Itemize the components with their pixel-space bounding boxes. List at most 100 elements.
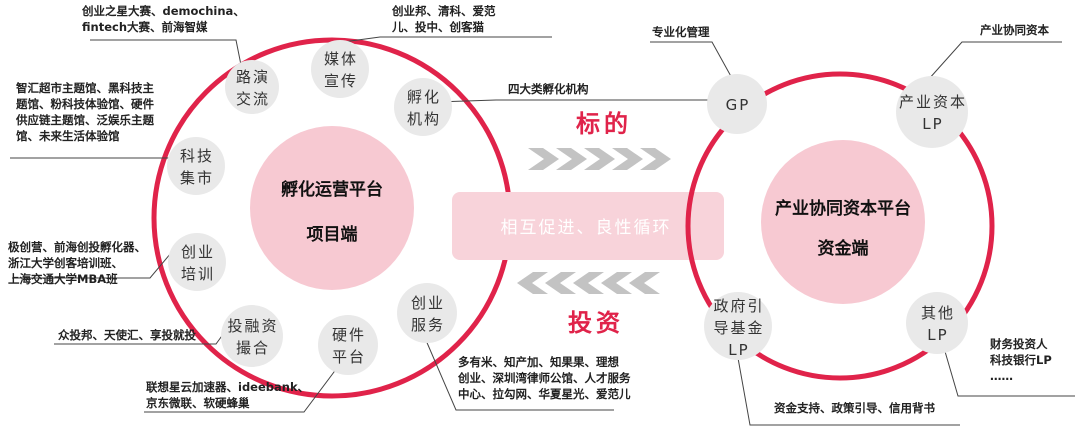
left-center-circle xyxy=(250,126,414,290)
right-center-title: 产业协同资本平台 xyxy=(775,198,911,219)
note-media-line: 创业邦、清科、爱范 xyxy=(391,4,496,18)
note-finance: 众投邦、天使汇、享投就投 xyxy=(58,328,196,342)
node-market-line2: 集市 xyxy=(180,169,214,187)
node-gov-line3: LP xyxy=(728,341,749,359)
node-hardware: 硬件 平台 xyxy=(318,315,378,375)
node-roadshow: 路演 交流 xyxy=(225,60,279,114)
node-finance: 投融资 撮合 xyxy=(221,305,283,367)
node-market: 科技 集市 xyxy=(167,137,225,195)
cycle-band xyxy=(452,192,724,260)
node-industry-line2: LP xyxy=(922,115,943,133)
chevrons-left xyxy=(517,272,660,294)
note-market-line: 馆、未来生活体验馆 xyxy=(16,129,120,143)
note-roadshow-line: fintech大赛、前海智媒 xyxy=(82,20,208,34)
node-training-line2: 培训 xyxy=(181,265,215,283)
chevron-left-icon xyxy=(573,272,604,294)
note-other: 财务投资人 科技银行LP …… xyxy=(989,337,1052,383)
node-roadshow-line1: 路演 xyxy=(236,68,270,86)
node-incubator-line1: 孵化 xyxy=(407,88,441,106)
note-hardware-line: 联想星云加速器、ideebank、 xyxy=(146,380,309,394)
chevrons-right xyxy=(528,148,671,170)
right-ring xyxy=(685,71,995,381)
node-incubator-line2: 机构 xyxy=(407,110,441,128)
note-hardware: 联想星云加速器、ideebank、 京东微联、软硬蜂巢 xyxy=(146,380,309,410)
leader-other xyxy=(943,347,1075,397)
note-other-line: 财务投资人 xyxy=(989,337,1048,351)
note-roadshow-line: 创业之星大赛、demochina、 xyxy=(81,4,245,18)
target-label: 标的 xyxy=(576,110,632,138)
left-center-subtitle: 项目端 xyxy=(307,224,358,245)
note-training: 极创营、前海创投孵化器、 浙江大学创客培训班、 上海交通大学MBA班 xyxy=(8,240,146,286)
note-gov-line: 资金支持、政策引导、信用背书 xyxy=(774,401,935,415)
chevron-left-icon xyxy=(629,272,660,294)
node-gp: GP xyxy=(707,74,767,134)
cycle-band-text: 相互促进、良性循环 xyxy=(501,218,672,238)
node-gov: 政府引 导基金 LP xyxy=(704,292,772,360)
leader-training xyxy=(12,252,172,279)
node-gov-line2: 导基金 xyxy=(713,319,764,337)
node-gov-line1: 政府引 xyxy=(713,297,764,315)
right-center-circle xyxy=(761,140,925,304)
investment-label: 投资 xyxy=(568,309,624,337)
note-services-line: 多有米、知产加、知果果、理想 xyxy=(458,355,619,369)
note-media-line: 儿、投中、创客猫 xyxy=(391,20,484,34)
note-gp-line: 专业化管理 xyxy=(652,25,710,39)
note-gov: 资金支持、政策引导、信用背书 xyxy=(774,401,935,415)
node-training-line1: 创业 xyxy=(181,243,215,261)
chevron-right-icon xyxy=(556,148,587,170)
note-market-line: 题馆、粉科技体验馆、硬件 xyxy=(16,97,154,111)
node-media-line2: 宣传 xyxy=(324,72,358,90)
note-training-line: 极创营、前海创投孵化器、 xyxy=(8,240,146,254)
note-market-line: 智汇超市主题馆、黑科技主 xyxy=(16,81,154,95)
note-incubator: 四大类孵化机构 xyxy=(508,82,589,96)
note-finance-line: 众投邦、天使汇、享投就投 xyxy=(58,328,196,342)
left-center-title: 孵化运营平台 xyxy=(281,179,383,200)
leader-hardware xyxy=(144,367,338,413)
node-industry-line1: 产业资本 xyxy=(899,93,967,111)
leader-industry xyxy=(927,41,1062,81)
note-incubator-line: 四大类孵化机构 xyxy=(508,82,589,96)
node-services-line1: 创业 xyxy=(411,294,445,312)
note-other-line: …… xyxy=(990,369,1013,383)
node-finance-line2: 撮合 xyxy=(236,339,270,357)
chevron-left-icon xyxy=(601,272,632,294)
note-training-line: 上海交通大学MBA班 xyxy=(8,272,118,286)
node-services-line2: 服务 xyxy=(411,316,445,334)
chevron-left-icon xyxy=(517,272,548,294)
node-industry: 产业资本 LP xyxy=(896,76,968,148)
chevron-right-icon xyxy=(528,148,559,170)
chevron-right-icon xyxy=(640,148,671,170)
leader-media xyxy=(342,36,552,43)
chevron-right-icon xyxy=(612,148,643,170)
note-services: 多有米、知产加、知果果、理想 创业、深圳湾律师公馆、人才服务 中心、拉勾网、华夏… xyxy=(457,355,631,401)
leader-services xyxy=(424,337,614,411)
chevron-right-icon xyxy=(584,148,615,170)
node-finance-line1: 投融资 xyxy=(227,317,278,335)
node-hardware-line2: 平台 xyxy=(332,348,366,366)
node-market-line1: 科技 xyxy=(180,147,214,165)
node-roadshow-line2: 交流 xyxy=(236,90,270,108)
chevron-left-icon xyxy=(545,272,576,294)
note-services-line: 创业、深圳湾律师公馆、人才服务 xyxy=(457,371,631,385)
leader-gp xyxy=(650,41,734,81)
note-media: 创业邦、清科、爱范 儿、投中、创客猫 xyxy=(391,4,496,34)
right-leader-lines xyxy=(650,41,1075,426)
node-media-line1: 媒体 xyxy=(324,50,358,68)
note-training-line: 浙江大学创客培训班、 xyxy=(8,256,123,270)
node-training: 创业 培训 xyxy=(168,233,226,291)
node-hardware-line1: 硬件 xyxy=(332,326,366,344)
note-roadshow: 创业之星大赛、demochina、 fintech大赛、前海智媒 xyxy=(81,4,245,34)
note-hardware-line: 京东微联、软硬蜂巢 xyxy=(146,396,250,410)
note-services-line: 中心、拉勾网、华夏星光、爱范儿 xyxy=(458,387,631,401)
note-market: 智汇超市主题馆、黑科技主 题馆、粉科技体验馆、硬件 供应链主题馆、泛娱乐主题 馆… xyxy=(15,81,154,143)
note-industry: 产业协同资本 xyxy=(980,23,1049,37)
node-other: 其他 LP xyxy=(906,292,968,354)
node-other-line1: 其他 xyxy=(921,304,955,322)
right-center-subtitle: 资金端 xyxy=(818,238,869,259)
node-media: 媒体 宣传 xyxy=(311,40,369,98)
node-gp-line1: GP xyxy=(726,96,751,114)
note-market-line: 供应链主题馆、泛娱乐主题 xyxy=(15,113,154,127)
leader-incubator xyxy=(435,99,716,103)
